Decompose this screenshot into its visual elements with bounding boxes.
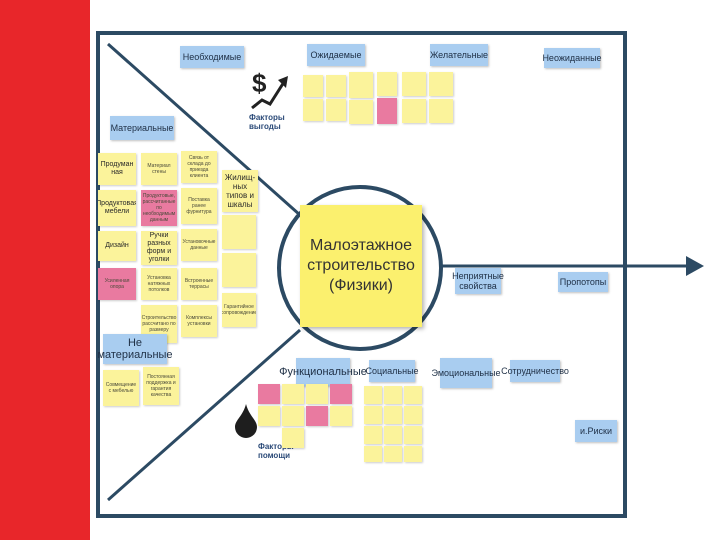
header-risks: и.Риски xyxy=(575,420,617,442)
header-necessary: Необходимые xyxy=(180,46,244,68)
expected-note xyxy=(326,99,346,121)
material-note xyxy=(222,253,256,287)
desired-note xyxy=(402,99,426,123)
center-value-note: Малоэтажное строительство (Физики) xyxy=(300,205,422,327)
expected-note xyxy=(377,72,397,96)
header-unpleasant: Неприятные свойства xyxy=(452,268,504,294)
social-note xyxy=(364,446,382,462)
drop-icon xyxy=(235,404,257,438)
material-note: Связь от склада до приезда клиента xyxy=(181,151,217,183)
social-note xyxy=(364,406,382,424)
header-cooperation: Сотрудничество xyxy=(501,360,569,382)
social-note xyxy=(404,386,422,404)
desired-note xyxy=(429,72,453,96)
header-nonmaterial: Не материальные xyxy=(97,334,173,364)
social-note xyxy=(364,426,382,444)
social-note xyxy=(384,446,402,462)
social-note xyxy=(384,406,402,424)
functional-note xyxy=(330,406,352,426)
social-note xyxy=(364,386,382,404)
functional-note-pink xyxy=(306,406,328,426)
material-note: Жилищ-ных типов и шкалы xyxy=(222,170,258,212)
pain-caption: Факторы помощи xyxy=(258,442,294,460)
header-unexpected: Неожиданные xyxy=(542,48,602,68)
material-note: Поставка ранее фурнитура xyxy=(181,188,217,224)
header-costs: Пропотопы xyxy=(558,272,608,292)
header-expected: Ожидаемые xyxy=(307,44,365,66)
functional-note xyxy=(258,406,280,426)
material-note xyxy=(222,215,256,249)
desired-note xyxy=(402,72,426,96)
material-note: Комплексы установки xyxy=(181,305,217,337)
material-note: Ручки разных форм и уголки xyxy=(141,231,177,265)
expected-note xyxy=(303,99,323,121)
nonmaterial-note: Совмещение с мебелью xyxy=(103,370,139,406)
social-note xyxy=(404,426,422,444)
desired-note xyxy=(429,99,453,123)
social-note xyxy=(404,446,422,462)
material-note: Продуктовая мебели xyxy=(98,190,136,226)
functional-note-pink xyxy=(330,384,352,404)
functional-note xyxy=(282,406,304,426)
material-note: Встроенные террасы xyxy=(181,268,217,300)
material-note-pink: Продуктовые, рассчитанные по необходимым… xyxy=(141,190,177,226)
material-note: Установка натяжных потолков xyxy=(141,268,177,300)
header-emotional: Эмоциональные xyxy=(431,358,501,388)
social-note xyxy=(404,406,422,424)
material-note: Материал стены xyxy=(141,153,177,185)
material-note-pink: Усиленная опора xyxy=(98,268,136,300)
header-desired: Желательные xyxy=(430,44,488,66)
header-functional: Функциональные xyxy=(279,358,367,386)
functional-note-pink xyxy=(258,384,280,404)
dollar-arrow-icon: $ xyxy=(251,68,288,110)
red-side-bar xyxy=(0,0,90,540)
expected-note xyxy=(326,75,346,97)
social-note xyxy=(384,386,402,404)
expected-note-pink xyxy=(377,98,397,124)
functional-note xyxy=(306,384,328,404)
material-note: Продуман ная xyxy=(98,153,136,185)
expected-note xyxy=(349,72,373,98)
header-material: Материальные xyxy=(110,116,174,140)
right-arrow-head xyxy=(686,256,704,276)
functional-note xyxy=(282,384,304,404)
material-note: Гарантийное сопровождение xyxy=(222,293,256,327)
expected-note xyxy=(349,100,373,124)
social-note xyxy=(384,426,402,444)
nonmaterial-note: Постоянная поддержка и гарантия качества xyxy=(143,367,179,405)
material-note: Строительство рассчитано по размеру xyxy=(141,305,177,343)
material-note: Дизайн xyxy=(98,231,136,261)
functional-note xyxy=(282,428,304,448)
material-note: Установочные данные xyxy=(181,229,217,261)
header-social: Социальные xyxy=(365,360,419,382)
svg-text:$: $ xyxy=(252,68,267,98)
expected-note xyxy=(303,75,323,97)
gain-caption: Факторы выгоды xyxy=(249,113,285,131)
